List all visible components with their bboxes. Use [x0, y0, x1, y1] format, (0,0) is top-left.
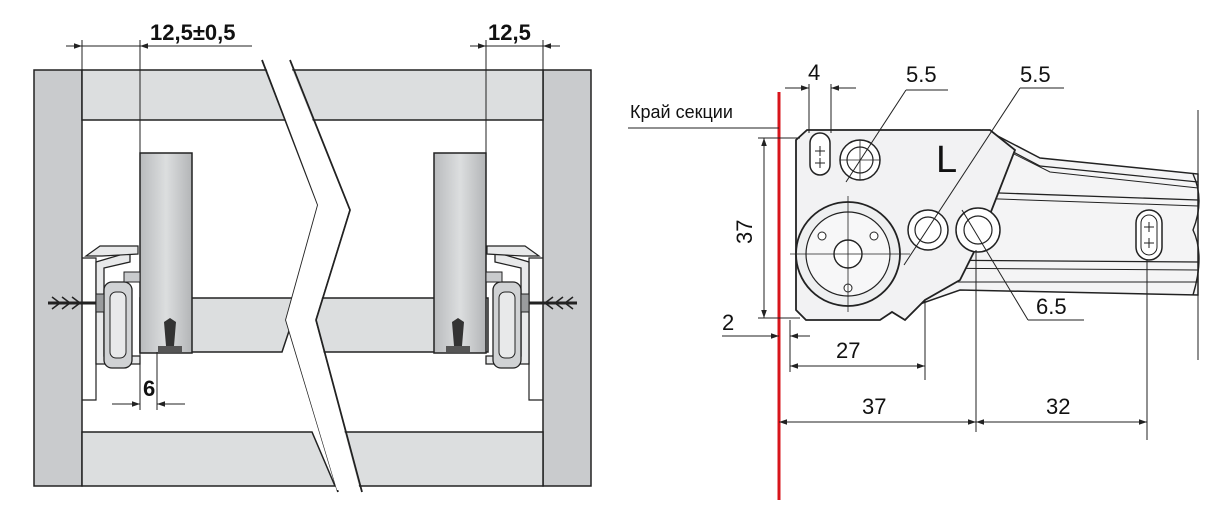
- dim-32: 32: [976, 260, 1148, 440]
- dim-hole-b-label: 5.5: [1020, 62, 1051, 87]
- bottom-shelf-left: [81, 431, 337, 487]
- drawer-side-left: [139, 152, 193, 354]
- right-drawer-screw: [446, 318, 470, 352]
- hole-6-5: [955, 207, 1001, 253]
- dim-32-label: 32: [1046, 394, 1070, 419]
- large-roller-hub: [790, 196, 910, 312]
- dim-offset-label: 2: [722, 310, 734, 335]
- left-slide-hardware: [82, 245, 141, 401]
- side-mark-label: L: [936, 139, 957, 181]
- dim-hole-top: 5.5: [845, 62, 948, 183]
- dim-gap-left: 12,5±0,5: [66, 20, 252, 153]
- dim-slot-width-label: 4: [808, 60, 820, 85]
- break-gap: [264, 62, 360, 490]
- dim-gap-label: 12,5±0,5: [150, 20, 235, 45]
- left-side-panel: [33, 69, 83, 487]
- dim-height: 37: [732, 137, 800, 319]
- dim-hole-c-label: 6.5: [1036, 294, 1067, 319]
- dim-slot-width: 4: [785, 60, 856, 133]
- dim-hole-a-label: 5.5: [906, 62, 937, 87]
- left-drawer-screw: [158, 318, 182, 352]
- left-side-screw: [48, 293, 105, 313]
- bottom-shelf-right: [326, 431, 544, 487]
- dim-37: 37: [779, 250, 977, 432]
- slot-hole-rail: [1135, 209, 1163, 261]
- hole-5-5-mid: [907, 209, 949, 251]
- right-side-screw: [520, 293, 577, 313]
- dim-37-label: 37: [862, 394, 886, 419]
- right-slide-hardware: [485, 245, 543, 401]
- break-line-2: [289, 59, 363, 493]
- left-cross-section-view: 12,5±0,5 12,5 6: [33, 20, 592, 493]
- dim-hole-large: 6.5: [961, 209, 1084, 321]
- dim-offset: 2: [722, 310, 810, 339]
- top-shelf-left: [81, 69, 302, 121]
- dim-right-label: 12,5: [488, 20, 531, 45]
- edge-label: Край секции: [630, 102, 733, 122]
- right-plate-view: L: [628, 60, 1200, 500]
- dim-height-label: 37: [732, 220, 757, 244]
- dim-27-label: 27: [836, 338, 860, 363]
- dim-27: 27: [789, 300, 926, 380]
- dim-hole-mid: 5.5: [903, 62, 1064, 266]
- top-shelf-right: [288, 69, 544, 121]
- right-side-panel: [542, 69, 592, 487]
- dim-bottom: 6: [112, 352, 185, 410]
- slot-hole-top: [809, 132, 831, 176]
- dim-gap-right: 12,5: [470, 20, 560, 153]
- dim-bottom-label: 6: [143, 376, 155, 401]
